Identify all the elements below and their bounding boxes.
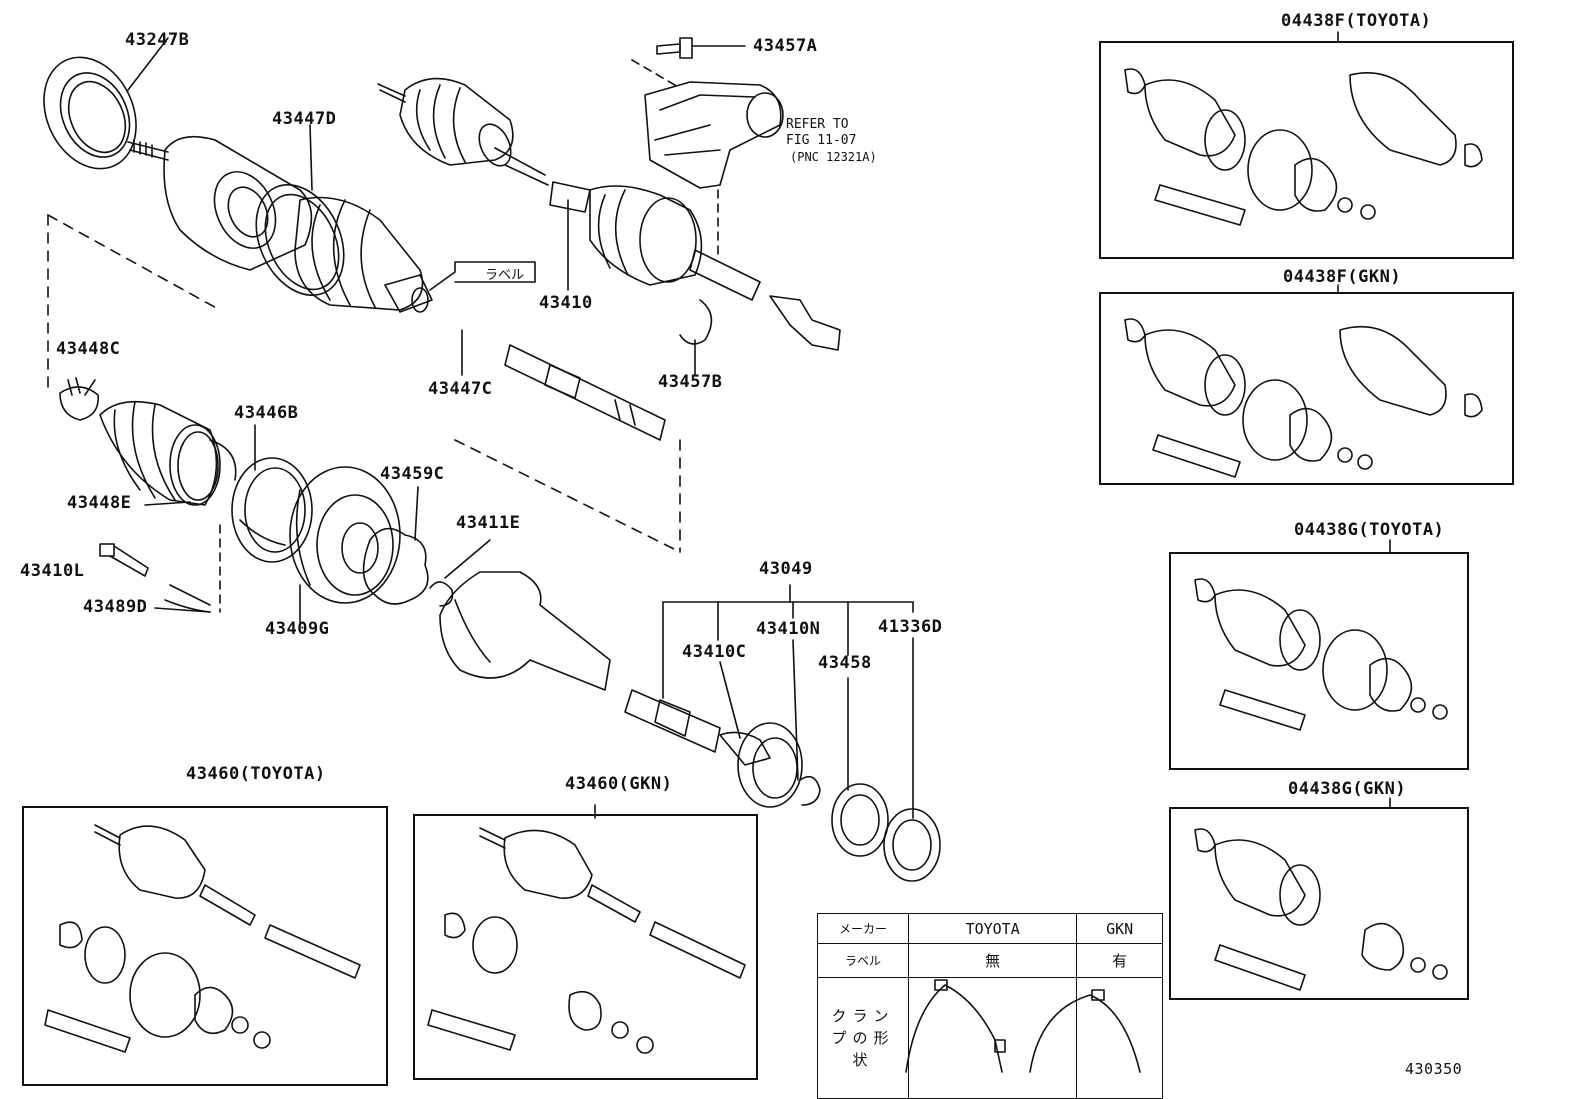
part-label-43409G[interactable]: 43409G <box>265 619 330 639</box>
drive-shaft-center <box>377 37 841 376</box>
legend-toyota-clamp-cell <box>907 977 1078 1099</box>
part-label-43447D[interactable]: 43447D <box>272 109 337 129</box>
kit-04438F-gkn-sketch <box>1124 318 1483 478</box>
leader-lines <box>84 31 1391 819</box>
part-label-04438F-toyota[interactable]: 04438F(TOYOTA) <box>1281 11 1432 31</box>
legend-clamp-row: クランプの形状 <box>817 977 909 1099</box>
legend-maker-header: メーカー <box>817 913 909 944</box>
kit-04438F-toyota-sketch <box>1124 68 1483 226</box>
part-label-04438F-gkn[interactable]: 04438F(GKN) <box>1283 267 1402 287</box>
part-label-43448C[interactable]: 43448C <box>56 339 121 359</box>
outer-boot-ring-43247B <box>43 37 169 170</box>
kit-43460-gkn-sketch <box>427 827 746 1054</box>
legend-gkn-label: 有 <box>1076 943 1163 978</box>
legend-label-row: ラベル <box>817 943 909 978</box>
legend-clamp-row-text: クランプの形状 <box>831 1007 895 1069</box>
kit-box-04438G-gkn <box>1169 807 1469 1000</box>
part-label-43460-toyota[interactable]: 43460(TOYOTA) <box>186 764 326 784</box>
part-label-43457B[interactable]: 43457B <box>658 372 723 392</box>
part-label-43247B[interactable]: 43247B <box>125 30 190 50</box>
part-label-43489D[interactable]: 43489D <box>83 597 148 617</box>
maker-legend-table: メーカー TOYOTA GKN ラベル 無 有 クランプの形状 <box>817 913 1163 1099</box>
legend-gkn-clamp-cell <box>1076 977 1163 1099</box>
kit-04438G-toyota-sketch <box>1194 578 1448 731</box>
part-label-04438G-gkn[interactable]: 04438G(GKN) <box>1288 779 1407 799</box>
part-label-43410L[interactable]: 43410L <box>20 561 85 581</box>
part-label-04438G-toyota[interactable]: 04438G(TOYOTA) <box>1294 520 1445 540</box>
part-label-43448E[interactable]: 43448E <box>67 493 132 513</box>
figure-number: 430350 <box>1405 1060 1463 1078</box>
legend-gkn-header: GKN <box>1076 913 1163 944</box>
part-label-43458[interactable]: 43458 <box>818 653 872 673</box>
drive-shaft-upper <box>127 135 536 313</box>
part-label-43457A[interactable]: 43457A <box>753 36 818 56</box>
kit-box-43460-toyota <box>22 806 388 1086</box>
part-label-43410C[interactable]: 43410C <box>682 642 747 662</box>
refer-note-line3: (PNC 12321A) <box>790 150 877 164</box>
label-callout-text: ラベル <box>485 268 525 283</box>
kit-box-04438F-gkn <box>1099 292 1514 485</box>
kit-box-04438F-toyota <box>1099 41 1514 259</box>
refer-note-line2: FIG 11-07 <box>786 133 857 148</box>
legend-toyota-header: TOYOTA <box>907 913 1078 944</box>
legend-toyota-label: 無 <box>907 943 1078 978</box>
outer-shaft-43049 <box>439 571 941 882</box>
part-label-43410N[interactable]: 43410N <box>756 619 821 639</box>
part-label-43459C[interactable]: 43459C <box>380 464 445 484</box>
kit-box-43460-gkn <box>413 814 758 1080</box>
inner-joint-exploded <box>47 214 681 613</box>
refer-note-line1: REFER TO <box>786 117 849 132</box>
part-label-41336D[interactable]: 41336D <box>878 617 943 637</box>
kit-43460-toyota-sketch <box>44 824 361 1053</box>
part-label-43446B[interactable]: 43446B <box>234 403 299 423</box>
kit-04438G-gkn-sketch <box>1194 828 1448 991</box>
kit-box-04438G-toyota <box>1169 552 1469 770</box>
part-label-43411E[interactable]: 43411E <box>456 513 521 533</box>
part-label-43447C[interactable]: 43447C <box>428 379 493 399</box>
part-label-43410[interactable]: 43410 <box>539 293 593 313</box>
part-label-43460-gkn[interactable]: 43460(GKN) <box>565 774 673 794</box>
part-label-43049[interactable]: 43049 <box>759 559 813 579</box>
